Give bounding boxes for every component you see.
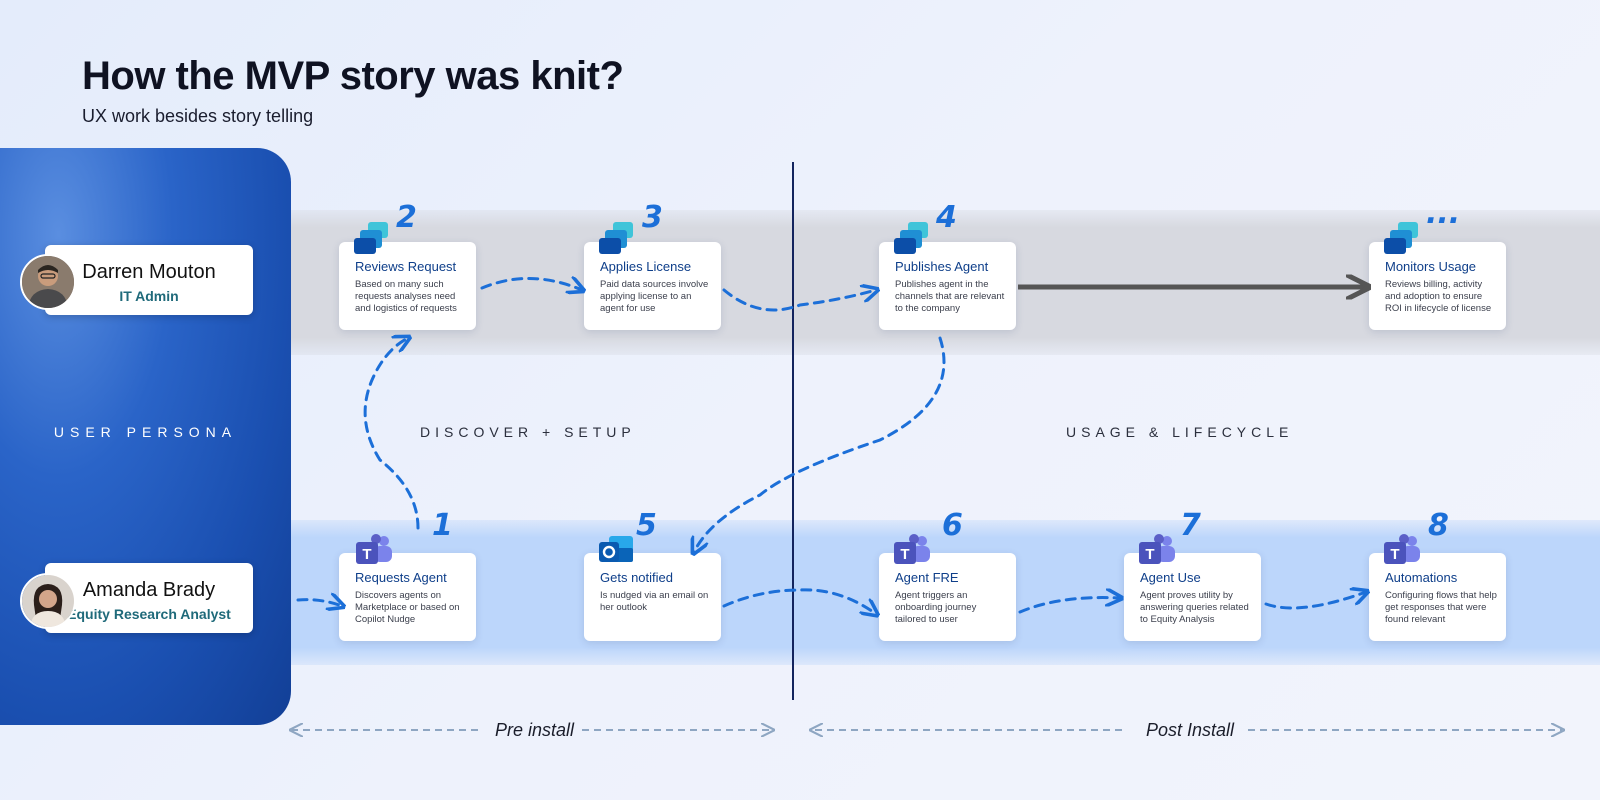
outlook-icon (599, 536, 633, 562)
arrow-license-to-publish (722, 290, 876, 312)
step-number: 4 (936, 200, 957, 235)
admin-app-icon (894, 222, 928, 254)
arrow-publish-to-notified (694, 336, 946, 552)
persona-role: Equity Research Analyst (67, 606, 231, 622)
admin-app-icon (599, 222, 633, 254)
teams-icon: T (894, 534, 930, 564)
step-number: 2 (396, 200, 417, 235)
step-card-applies-license[interactable]: Applies License Paid data sources involv… (584, 242, 721, 330)
persona-card-amanda: Amanda Brady Equity Research Analyst (45, 563, 253, 633)
step-card-monitors-usage[interactable]: Monitors Usage Reviews billing, activity… (1369, 242, 1506, 330)
step-title: Monitors Usage (1385, 259, 1477, 274)
step-card-publishes-agent[interactable]: Publishes Agent Publishes agent in the c… (879, 242, 1016, 330)
step-title: Publishes Agent (895, 259, 989, 274)
step-desc: Agent proves utility by answering querie… (1140, 590, 1249, 625)
step-title: Agent Use (1140, 570, 1201, 585)
avatar (20, 254, 76, 310)
teams-icon: T (1139, 534, 1175, 564)
step-desc: Configuring flows that help get response… (1385, 590, 1497, 625)
persona-role: IT Admin (119, 288, 179, 304)
step-number: 6 (942, 508, 963, 543)
step-number: 3 (642, 200, 663, 235)
admin-app-icon (354, 222, 388, 254)
step-title: Gets notified (600, 570, 673, 585)
arrow-use-to-automations (1264, 592, 1366, 610)
step-desc: Discovers agents on Marketplace or based… (355, 590, 460, 625)
avatar-man-icon (22, 256, 74, 308)
avatar (20, 573, 76, 629)
phase-left-label: DISCOVER + SETUP (420, 424, 636, 440)
step-desc: Paid data sources involve applying licen… (600, 279, 709, 314)
step-desc: Based on many such requests analyses nee… (355, 279, 457, 314)
arrow-review-to-license (480, 278, 582, 290)
phase-right-label: USAGE & LIFECYCLE (1066, 424, 1294, 440)
step-number: 5 (636, 508, 657, 543)
step-number: 7 (1180, 508, 1201, 543)
phase-divider (792, 162, 794, 700)
step-card-agent-use[interactable]: Agent Use Agent proves utility by answer… (1124, 553, 1261, 641)
step-number: 1 (432, 508, 453, 543)
pre-install-label: Pre install (495, 720, 575, 740)
step-desc: Reviews billing, activity and adoption t… (1385, 279, 1492, 314)
arrow-notified-to-fre (722, 588, 876, 614)
step-card-reviews-request[interactable]: Reviews Request Based on many such reque… (339, 242, 476, 330)
step-card-agent-fre[interactable]: Agent FRE Agent triggers an onboarding j… (879, 553, 1016, 641)
step-title: Agent FRE (895, 570, 959, 585)
step-card-automations[interactable]: Automations Configuring flows that help … (1369, 553, 1506, 641)
post-install-label: Post Install (1146, 720, 1235, 740)
page-subtitle: UX work besides story telling (82, 106, 314, 126)
step-title: Automations (1385, 570, 1458, 585)
persona-card-darren: Darren Mouton IT Admin (45, 245, 253, 315)
avatar-woman-icon (22, 575, 74, 627)
persona-name: Amanda Brady (82, 579, 216, 601)
step-number: ... (1426, 196, 1461, 231)
teams-icon: T (1384, 534, 1420, 564)
step-desc: Publishes agent in the channels that are… (895, 279, 1005, 314)
step-desc: Agent triggers an onboarding journey tai… (895, 590, 977, 625)
teams-icon: T (356, 534, 392, 564)
step-card-requests-agent[interactable]: Requests Agent Discovers agents on Marke… (339, 553, 476, 641)
arrow-persona-to-request (296, 600, 342, 606)
step-number: 8 (1428, 508, 1449, 543)
svg-text:T: T (1145, 546, 1154, 563)
arrow-fre-to-use (1018, 598, 1120, 614)
step-desc: Is nudged via an email on her outlook (600, 590, 709, 613)
page-title: How the MVP story was knit? (82, 54, 624, 98)
step-title: Requests Agent (355, 570, 447, 585)
svg-text:T: T (362, 546, 371, 563)
step-card-gets-notified[interactable]: Gets notified Is nudged via an email on … (584, 553, 721, 641)
step-title: Reviews Request (355, 259, 457, 274)
persona-label: USER PERSONA (53, 424, 238, 440)
arrow-request-to-review (363, 338, 420, 530)
admin-app-icon (1384, 222, 1418, 254)
step-title: Applies License (600, 259, 692, 274)
persona-name: Darren Mouton (82, 261, 216, 283)
svg-text:T: T (900, 546, 909, 563)
svg-text:T: T (1390, 546, 1399, 563)
